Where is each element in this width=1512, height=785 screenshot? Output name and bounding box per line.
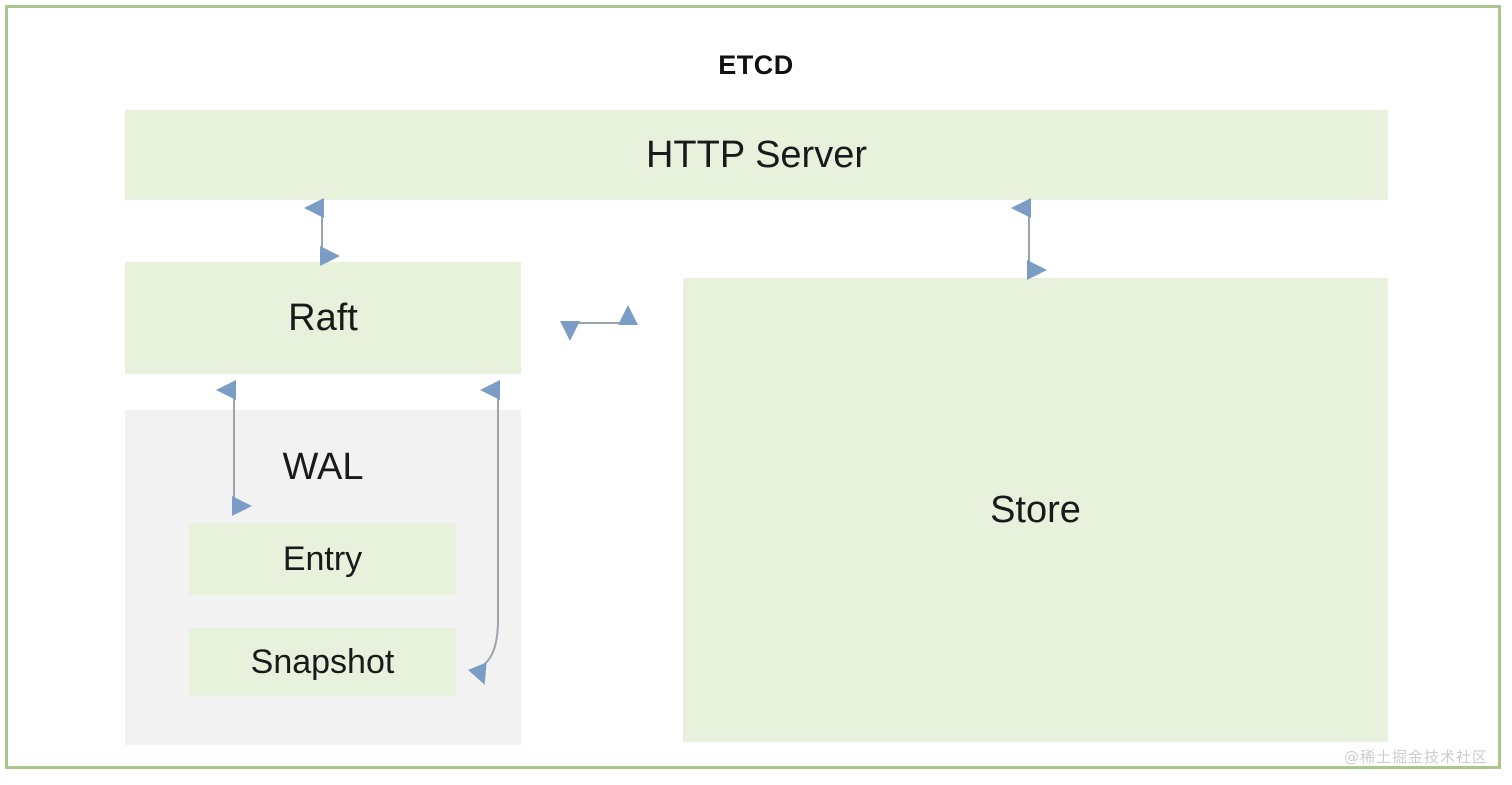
node-entry: Entry bbox=[189, 523, 456, 595]
watermark: @稀土掘金技术社区 bbox=[1343, 748, 1488, 766]
node-store: Store bbox=[683, 278, 1388, 742]
node-wal-label: WAL bbox=[282, 445, 364, 488]
node-snapshot: Snapshot bbox=[189, 628, 456, 696]
node-http-server: HTTP Server bbox=[125, 110, 1388, 200]
node-raft: Raft bbox=[125, 262, 521, 374]
diagram-title: ETCD bbox=[718, 50, 794, 80]
